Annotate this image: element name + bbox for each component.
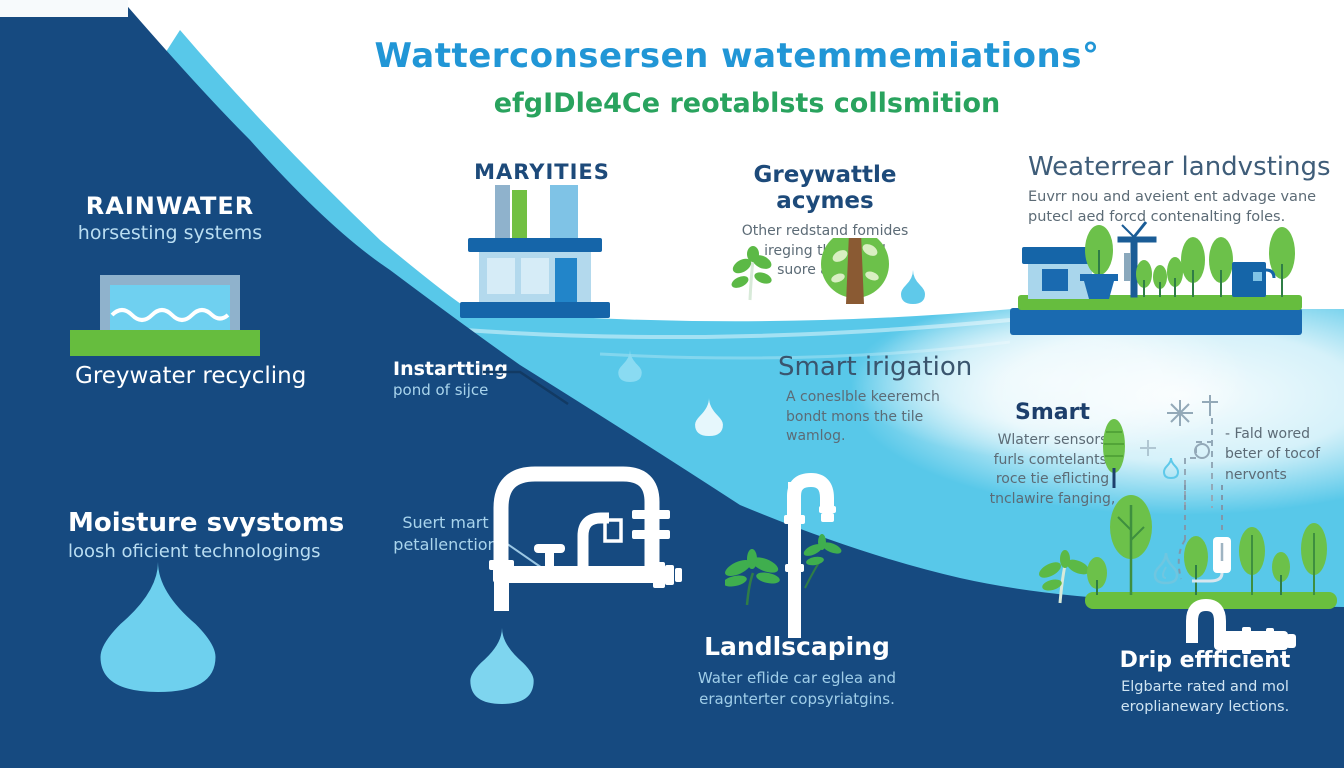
small-drop-icon-2 [695, 398, 723, 436]
landscaping-section: Landlscaping Water eflide car eglea and … [677, 632, 917, 710]
landscaping-line-1: Water eflide car eglea and [697, 669, 897, 687]
drip-section: Drip effficient Elgbarte rated and mol e… [1095, 648, 1315, 718]
drip-garden-scene [1039, 485, 1337, 654]
landscaping-line-2: eragnterter copsyriatgins. [699, 690, 895, 708]
smart-irrigation-section: Smart irigation A coneslble keeremch bon… [778, 352, 972, 447]
dispenser-icon [1192, 537, 1231, 583]
moisture-drop-icon [100, 562, 216, 692]
weaterrear-body: Euvrr nou and aveient ent advage vane pu… [1028, 187, 1331, 228]
water-band [1010, 308, 1302, 335]
smart-line-1: Wlaterr sensors [997, 432, 1108, 448]
fald-line-2: beter of tocof [1225, 446, 1320, 463]
landscaping-heading: Landlscaping [704, 632, 890, 661]
smart-irrigation-line-2: bondt mons the tile [786, 408, 924, 425]
greywattle-line-1: Other redstand fomides [741, 223, 909, 239]
asterisk-icon-small [1140, 440, 1156, 456]
suert-line-2: petallenction [393, 535, 498, 555]
trees [1136, 227, 1295, 297]
windmill-icon [1117, 221, 1157, 298]
instartting-leader-line [483, 370, 569, 406]
small-drop-icon [618, 350, 642, 382]
greywater-caption-text: Greywater recycling [75, 363, 307, 389]
weaterrear-section: Weaterrear landvstings Euvrr nou and ave… [1028, 152, 1331, 228]
storage-tank-icon [1232, 262, 1276, 297]
sprout-icon [731, 246, 772, 301]
maryities-heading: MARYITIES [474, 160, 610, 184]
smart-irrigation-line-1: A coneslble keeremch [786, 389, 940, 405]
instartting-subheading: pond of sijce [393, 381, 489, 399]
smart-irrigation-line-3: wamlog. [786, 428, 846, 445]
landscaping-body: Water eflide car eglea and eragnterter c… [677, 668, 917, 710]
instartting-heading: Instartting [393, 358, 508, 380]
fald-note: - Fald wored beter of tocof nervonts [1225, 424, 1320, 485]
water-drop-icon [901, 270, 925, 304]
rainwater-section: RAINWATER horsesting systems [55, 192, 285, 244]
cross-icon [1202, 395, 1218, 416]
asterisk-icon [1167, 400, 1193, 426]
factory-icon [460, 185, 610, 318]
weaterrear-heading: Weaterrear landvstings [1028, 152, 1331, 182]
smart-heading: Smart [1015, 400, 1090, 425]
smart-body: Wlaterr sensors furls comtelants, roce t… [985, 431, 1120, 509]
smart-line-4: tnclawire fanging, [989, 490, 1116, 507]
palm-plant-icon-small [803, 534, 842, 589]
drip-pipe-icon [1186, 598, 1296, 654]
big-drop-icon [470, 628, 534, 704]
greywater-caption: Greywater recycling [75, 363, 306, 389]
smart-irrigation-heading: Smart irigation [778, 352, 973, 382]
fald-line-1: - Fald wored [1225, 426, 1311, 442]
suert-leader-line [502, 540, 546, 571]
moisture-subheading: loosh oficient technologings [68, 541, 321, 562]
tree-group [731, 238, 925, 304]
leaf-icon [1103, 419, 1125, 488]
house-icon [1022, 247, 1098, 299]
moisture-section: Moisture svystoms loosh oficient technol… [68, 508, 344, 562]
suert-line-1: Suert mart [402, 513, 489, 532]
potted-tree-icon [1080, 225, 1118, 299]
page-subtitle: efgIDle4Ce reotablsts collsmition [493, 88, 1001, 119]
sprout-icon [1039, 550, 1090, 604]
weaterrear-line-2: putecl aed forcd contenalting foles. [1028, 209, 1286, 226]
moisture-heading: Moisture svystoms [68, 508, 345, 538]
suert-label: Suert mart petallenction [388, 512, 503, 557]
smart-line-2: furls comtelants, [993, 451, 1112, 468]
drip-line-1: Elgbarte rated and mol [1121, 679, 1289, 695]
pipe-assembly-icon [489, 466, 682, 611]
smart-section: Smart Wlaterr sensors furls comtelants, … [985, 400, 1120, 509]
drip-line-2: eroplianewary lections. [1120, 699, 1290, 716]
drip-body: Elgbarte rated and mol eroplianewary lec… [1095, 677, 1315, 718]
instartting-section: Instartting pond of sijce [393, 358, 508, 401]
drop-outline-icon [1162, 457, 1180, 480]
page-title: Watterconsersen watemmemiations° [374, 36, 1100, 76]
tree-icon [821, 238, 889, 304]
palm-plant-icon [725, 549, 780, 606]
weaterrear-line-1: Euvrr nou and aveient ent advage vane [1028, 189, 1317, 205]
fald-line-3: nervonts [1225, 466, 1287, 483]
sprinkler-sketch-icon [1140, 395, 1218, 508]
drip-heading: Drip effficient [1119, 648, 1291, 673]
garden-scene [1010, 221, 1302, 335]
rainwater-tank-icon [70, 275, 260, 356]
trees [1087, 495, 1327, 595]
greywattle-heading: Greywattle acymes [753, 162, 897, 214]
drop-outline-icon [1153, 552, 1179, 585]
rainwater-heading: RAINWATER [85, 192, 255, 220]
faucet-icon [725, 472, 842, 638]
rainwater-subheading: horsesting systems [77, 222, 263, 244]
smart-line-3: roce tie eflicting [995, 471, 1110, 488]
smart-irrigation-body: A coneslble keeremch bondt mons the tile… [786, 388, 972, 447]
